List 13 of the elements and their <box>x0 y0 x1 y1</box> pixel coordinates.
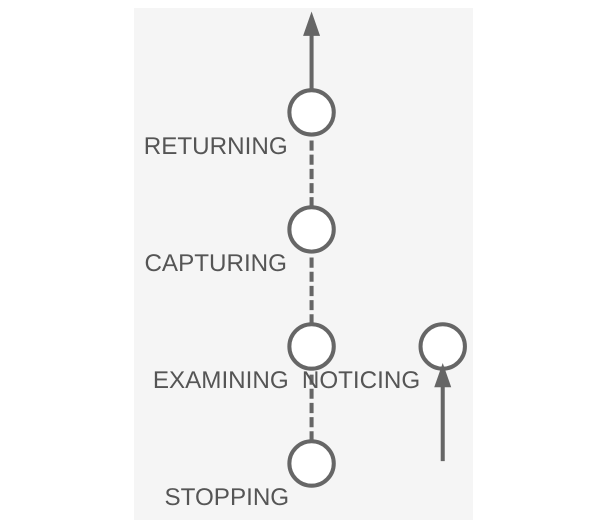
arrow <box>434 362 451 462</box>
node-circle <box>286 205 336 254</box>
arrow <box>302 12 320 90</box>
node-label: STOPPING <box>164 484 289 512</box>
connector <box>309 369 314 442</box>
node-label: CAPTURING <box>144 250 286 277</box>
node-label: EXAMINING <box>152 367 288 394</box>
node-label: NOTICING <box>301 367 420 394</box>
node-circle <box>418 322 466 371</box>
node-circle <box>286 439 336 488</box>
node-circle <box>286 88 336 137</box>
node-circle <box>286 322 336 371</box>
node-label: RETURNING <box>143 132 288 160</box>
